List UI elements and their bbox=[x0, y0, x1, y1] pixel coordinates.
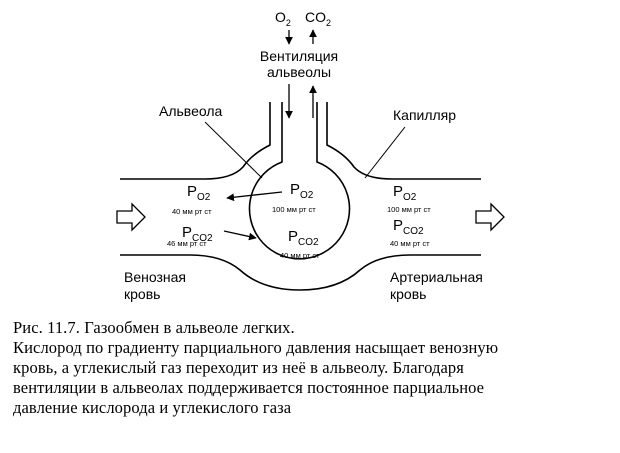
center-pco2-value: PCO2 bbox=[288, 228, 319, 248]
capillary-upper-wall bbox=[120, 102, 481, 180]
right-pco2-value: PCO2 bbox=[393, 217, 424, 237]
venous-blood-label-line1: Венозная bbox=[124, 269, 186, 285]
left-pco2-unit: 46 мм рт ст bbox=[167, 239, 207, 248]
left-po2-value: PO2 bbox=[187, 183, 211, 203]
arterial-blood-label-line2: кровь bbox=[390, 286, 426, 302]
alveolus-gas-exchange-diagram: O2 CO2 Вентиляция альвеолы Альвеола Капи… bbox=[116, 9, 505, 302]
gas-co2-label: CO2 bbox=[305, 9, 331, 28]
right-po2-value: PO2 bbox=[393, 183, 417, 203]
right-po2-unit: 100 мм рт ст bbox=[387, 205, 431, 214]
co2-diffusion-arrow bbox=[223, 230, 257, 241]
caption-text-line: давление кислорода и углекислого газа bbox=[13, 398, 292, 417]
ventilation-label-line1: Вентиляция bbox=[260, 48, 338, 64]
caption-text-line: вентиляции в альвеолах поддерживается по… bbox=[13, 378, 485, 397]
o2-diffusion-arrow bbox=[226, 191, 283, 202]
caption-text-line: Кислород по градиенту парциального давле… bbox=[13, 338, 499, 357]
center-po2-value: PO2 bbox=[290, 181, 314, 201]
venous-inflow-arrow bbox=[116, 202, 146, 232]
left-pco2-value: PCO2 bbox=[182, 224, 213, 244]
arterial-blood-label-line1: Артериальная bbox=[390, 269, 483, 285]
center-po2-unit: 100 мм рт ст bbox=[272, 205, 316, 214]
caption-text-line: кровь, а углекислый газ переходит из неё… bbox=[13, 358, 464, 377]
capillary-pointer bbox=[364, 126, 406, 179]
gas-o2-label: O2 bbox=[275, 9, 291, 28]
caption-title: Рис. 11.7. Газообмен в альвеоле легких. bbox=[13, 318, 295, 337]
venous-blood-label-line2: кровь bbox=[124, 286, 160, 302]
alveolus-pointer bbox=[204, 121, 263, 179]
right-pco2-unit: 40 мм рт ст bbox=[390, 239, 430, 248]
arterial-outflow-arrow bbox=[475, 202, 505, 232]
figure-caption: Рис. 11.7. Газообмен в альвеоле легких. … bbox=[13, 318, 613, 418]
ventilation-label-line2: альвеолы bbox=[267, 64, 331, 80]
alveolus-wall bbox=[248, 102, 351, 260]
left-po2-unit: 40 мм рт ст bbox=[172, 207, 212, 216]
capillary-lower-wall bbox=[120, 254, 481, 291]
center-pco2-unit: 40 мм рт ст bbox=[280, 251, 320, 260]
capillary-label: Капилляр bbox=[393, 107, 456, 123]
alveolus-label: Альвеола bbox=[159, 103, 223, 119]
